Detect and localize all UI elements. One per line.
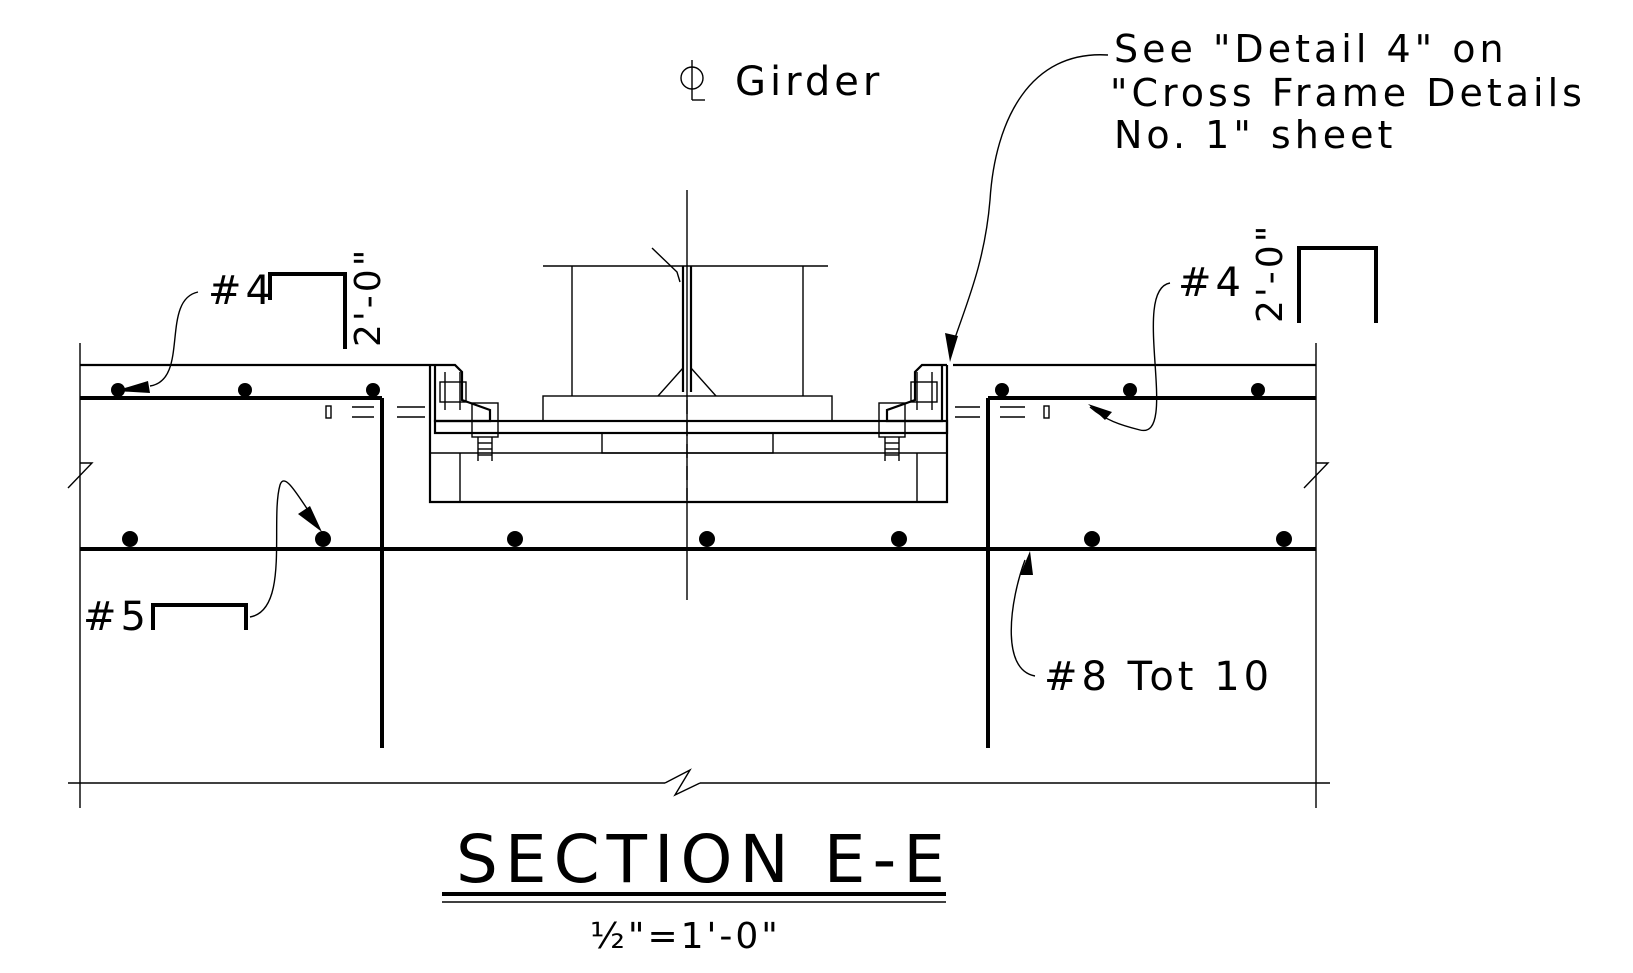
bar-shape-bottom-left [151,603,248,630]
bar-shape-top-left [268,272,347,349]
bar-label-bottom-left: #5 [83,594,150,640]
bar-label-bottom-right: #8 Tot 10 [1044,654,1273,700]
bar-label-top-right: #4 [1178,260,1245,306]
title-underline [442,892,946,903]
dimension-left-leg: 2'-0" [348,247,389,347]
section-scale: ½"=1'-0" [590,916,781,957]
note-line-2: "Cross Frame Details [1110,71,1586,115]
bottom-rebar [80,531,1316,551]
dimension-right-leg: 2'-0" [1250,223,1291,323]
left-connection [430,363,499,461]
bar-label-top-left: #4 [208,268,275,314]
steel-girder [428,247,949,504]
note-line-3: No. 1" sheet [1114,113,1396,157]
bar-shape-top-right [1297,246,1378,323]
centerline-symbol-icon [680,60,705,101]
leader-lines [115,54,1171,677]
top-rebar-left [80,383,425,748]
section-title: SECTION E-E [456,821,952,898]
centerline-label: Girder [735,59,883,105]
slab-outline [67,343,1330,808]
top-rebar-right [955,383,1316,748]
note-line-1: See "Detail 4" on [1114,27,1508,71]
right-connection [878,363,947,461]
